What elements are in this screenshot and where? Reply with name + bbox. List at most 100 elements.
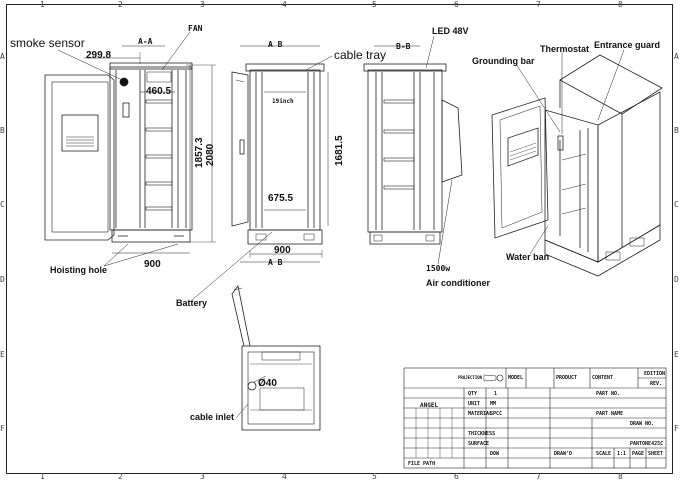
tb-draw-by: DRAW'D	[554, 451, 573, 457]
open-door-left	[44, 74, 115, 241]
door-lock-aa	[122, 102, 130, 118]
rack-shelves-aa	[145, 99, 173, 211]
door-vent	[61, 114, 99, 152]
cabinet-roof-front	[245, 63, 325, 72]
iso-right-side	[597, 91, 661, 263]
dim-rack-height: 1681.5	[334, 135, 345, 166]
grid-row-b: B	[0, 126, 5, 135]
dim-fan-height: 460.5	[146, 86, 172, 97]
smoke-sensor-device	[119, 77, 129, 87]
dim-depth-inner: 675.5	[268, 193, 294, 204]
grid-row-d: D	[0, 275, 5, 284]
dim-width-side: 900	[144, 259, 161, 270]
tb-material-value: SPCC	[490, 411, 503, 417]
tb-draw-no-value: PANTONE425C	[630, 441, 664, 447]
grid-col-6: 6	[454, 0, 459, 9]
tb-product: PRODUCT	[556, 375, 578, 381]
air-conditioner-unit	[441, 99, 463, 183]
iso-shelves	[561, 153, 587, 215]
grid-col-5: 5	[372, 0, 377, 9]
bottom-view	[231, 285, 321, 431]
grid-row-e: E	[0, 350, 5, 359]
isometric-view	[491, 49, 663, 277]
grid-col-1-bottom: 1	[40, 472, 45, 481]
tb-draw-no: DRAW NO.	[630, 421, 655, 427]
grid-col-1: 1	[40, 0, 45, 9]
tb-thickness: THICKNESS	[468, 431, 496, 437]
label-cable-tray: cable tray	[334, 48, 387, 62]
grid-row-f-right: F	[674, 424, 679, 433]
bottom-door-raised	[231, 285, 251, 347]
cabinet-roof-bb	[363, 63, 447, 72]
label-19inch: 19inch	[272, 98, 294, 105]
tb-part-no: PART NO.	[596, 391, 621, 397]
grid-row-f: F	[0, 424, 5, 433]
base-plinth-front	[247, 229, 323, 245]
label-hoisting-hole: Hoisting hole	[50, 265, 107, 275]
tb-surface: SURFACE	[468, 441, 490, 447]
cable-inlet-plate-outer	[241, 345, 321, 431]
tb-qty-value: 1	[494, 391, 498, 397]
cabinet-roof-aa	[109, 62, 193, 70]
label-smoke-sensor: smoke sensor	[10, 36, 85, 50]
tb-sheet: SHEET	[648, 451, 664, 457]
tb-unit: UNIT	[468, 401, 481, 407]
grid-row-e-right: E	[674, 350, 679, 359]
tb-projection: PROJECTION	[458, 375, 483, 380]
base-plinth-aa	[111, 229, 191, 243]
iso-door-vent	[507, 127, 539, 167]
cable-hole	[247, 381, 257, 391]
label-grounding-bar: Grounding bar	[472, 56, 535, 66]
grid-col-4-bottom: 4	[282, 472, 287, 481]
iso-front-opening	[544, 109, 599, 263]
grid-row-a: A	[0, 52, 5, 61]
tb-rev: REV.	[650, 381, 663, 387]
tb-angle: ANGEL	[420, 402, 439, 409]
label-cable-inlet: cable inlet	[190, 412, 235, 422]
iso-open-door	[491, 97, 549, 239]
tb-model: MODEL	[508, 375, 524, 381]
grid-col-8-bottom: 8	[618, 472, 623, 481]
door-handle-front	[239, 139, 245, 155]
label-water-ban: Water ban	[506, 252, 550, 262]
tb-scale: SCALE	[596, 451, 612, 457]
iso-roof	[559, 54, 663, 115]
tb-edition: EDITION	[644, 371, 666, 377]
tb-file-path: FILE PATH	[408, 461, 436, 467]
tb-page: PAGE	[632, 451, 645, 457]
grid-col-4: 4	[282, 0, 287, 9]
label-section-aa: A-A	[138, 37, 153, 46]
tb-part-name: PART NAME	[596, 411, 624, 417]
rack-shelves-bb	[383, 99, 415, 190]
label-ac-power: 1500w	[426, 264, 451, 273]
grid-row-a-right: A	[674, 52, 679, 61]
grid-row-c: C	[0, 200, 5, 209]
dim-width-front: 900	[274, 245, 291, 256]
label-section-bb: B-B	[396, 42, 411, 51]
grid-col-2: 2	[118, 0, 123, 9]
label-entrance-guard: Entrance guard	[594, 40, 661, 50]
section-bb-view	[363, 35, 463, 265]
fan-grill	[146, 71, 172, 83]
grid-row-b-right: B	[674, 126, 679, 135]
dim-height-total: 2080	[205, 143, 216, 166]
grid-col-2-bottom: 2	[118, 472, 123, 481]
label-led: LED 48V	[432, 26, 469, 36]
tb-content: CONTENT	[592, 375, 614, 381]
projection-symbol	[496, 374, 504, 382]
grid-col-7: 7	[536, 0, 541, 9]
grid-col-8: 8	[618, 0, 623, 9]
door-panel	[51, 81, 109, 233]
tb-qty: QTY	[468, 391, 478, 397]
grid-col-5-bottom: 5	[372, 472, 377, 481]
front-view	[191, 45, 333, 301]
grid-col-6-bottom: 6	[454, 472, 459, 481]
iso-thermostat	[557, 135, 564, 151]
grid-col-3-bottom: 3	[200, 472, 205, 481]
title-block	[403, 367, 667, 469]
tb-surface-value: DOW	[490, 451, 500, 457]
dim-door-offset: 299.8	[86, 50, 112, 61]
drawing-frame	[6, 4, 673, 474]
iso-base	[544, 224, 661, 277]
dim-cable-hole: Ø40	[258, 378, 277, 389]
